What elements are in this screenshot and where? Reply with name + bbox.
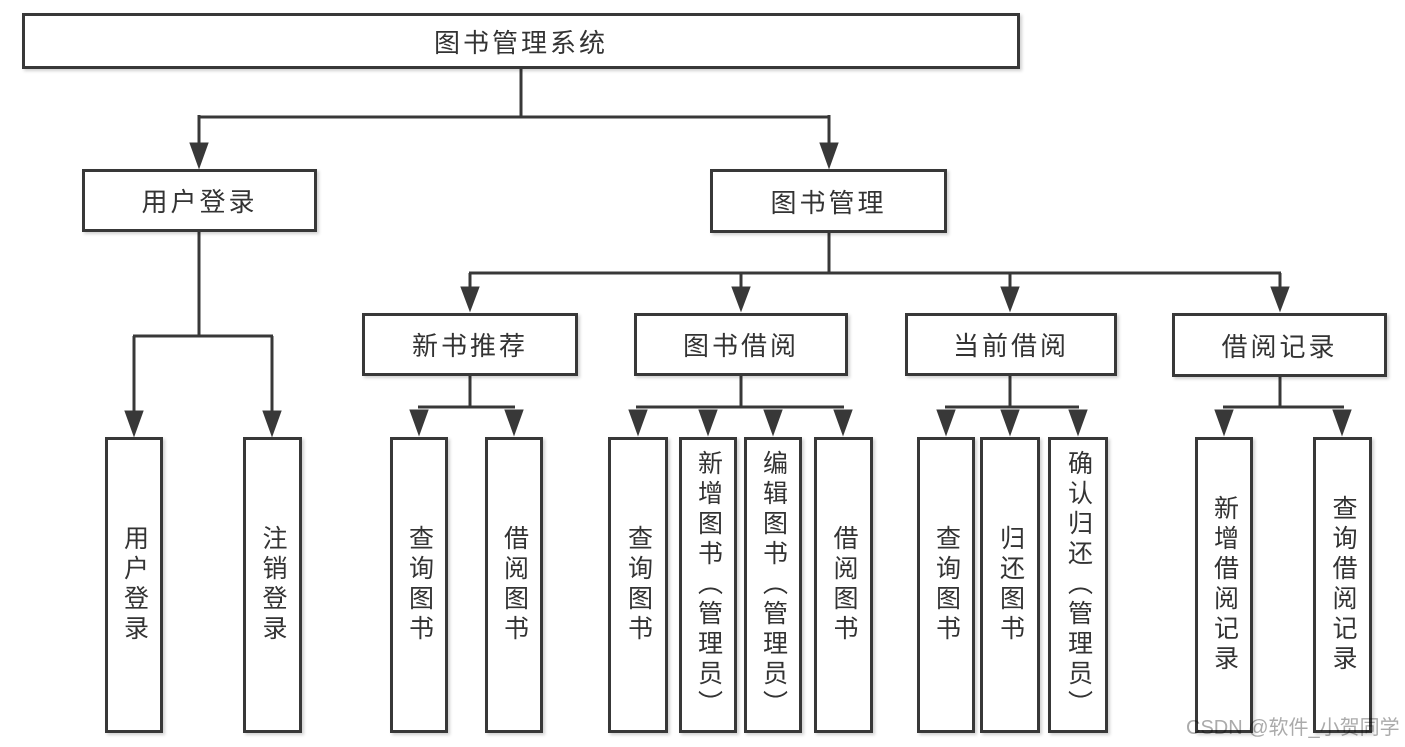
leaf-query-books-2: 查询图书 [608,437,668,733]
leaf-label: 注销登录 [259,525,287,645]
leaf-label: 查询图书 [624,525,653,645]
node-library-system: 图书管理系统 [22,13,1020,69]
leaf-edit-books-admin: 编辑图书（管理员） [744,437,802,733]
leaf-query-borrow-record: 查询借阅记录 [1313,437,1372,733]
leaf-label: 新增图书（管理员） [694,450,723,720]
node-borrowing-records: 借阅记录 [1172,313,1387,377]
leaf-label: 确认归还（管理员） [1064,450,1093,720]
leaf-user-login: 用户登录 [105,437,163,733]
leaf-label: 归还图书 [996,525,1025,645]
leaf-borrow-books-1: 借阅图书 [485,437,543,733]
csdn-watermark: CSDN @软件_小贺同学 [1186,717,1400,739]
leaf-label: 新增借阅记录 [1210,495,1239,675]
node-current-borrowing: 当前借阅 [905,313,1117,376]
node-new-book-recommend: 新书推荐 [362,313,578,376]
leaf-add-books-admin: 新增图书（管理员） [679,437,737,733]
leaf-logout: 注销登录 [243,437,302,733]
leaf-borrow-books-2: 借阅图书 [814,437,873,733]
leaf-confirm-return-admin: 确认归还（管理员） [1048,437,1108,733]
leaf-label: 用户登录 [120,525,149,645]
leaf-label: 查询图书 [405,525,434,645]
leaf-add-borrow-record: 新增借阅记录 [1195,437,1253,733]
leaf-query-books-1: 查询图书 [390,437,448,733]
leaf-label: 借阅图书 [500,525,529,645]
leaf-label: 编辑图书（管理员） [759,450,788,720]
leaf-query-books-3: 查询图书 [917,437,975,733]
leaf-label: 查询借阅记录 [1329,495,1357,675]
node-book-borrowing: 图书借阅 [634,313,848,376]
node-user-login: 用户登录 [82,169,317,232]
leaf-return-books: 归还图书 [980,437,1040,733]
leaf-label: 借阅图书 [830,525,858,645]
leaf-label: 查询图书 [932,525,961,645]
node-book-management: 图书管理 [710,169,947,233]
